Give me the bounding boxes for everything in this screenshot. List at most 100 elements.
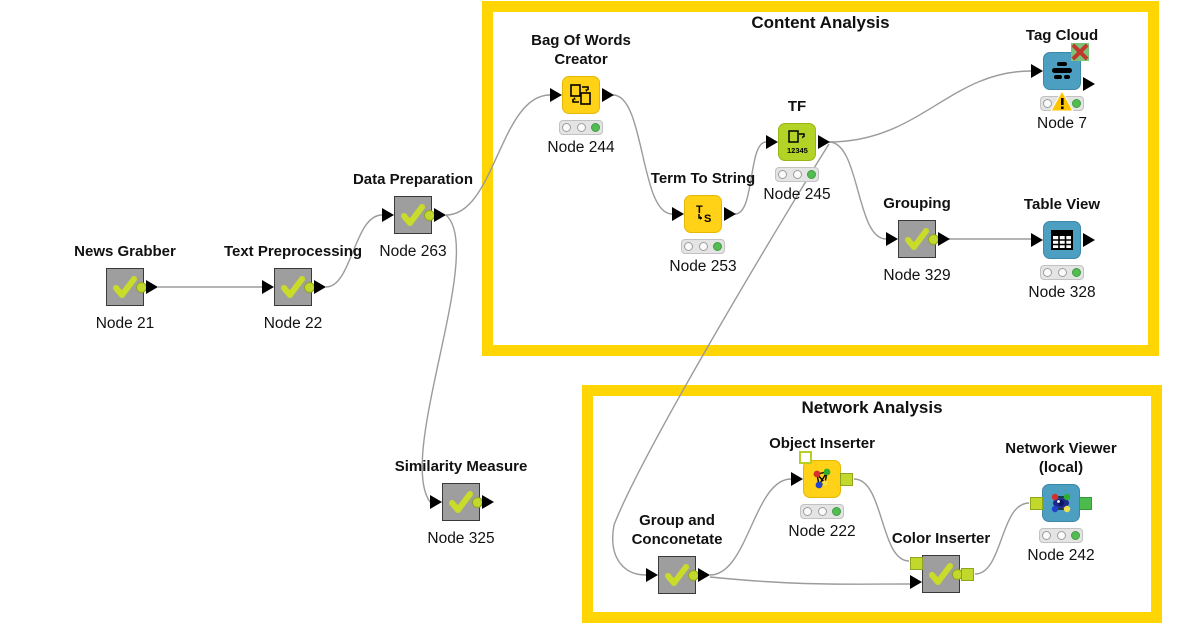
node-id-label: Node 244 [547, 139, 615, 156]
node-id-label: Node 245 [763, 186, 831, 203]
node-body[interactable] [106, 268, 158, 306]
node-title: Table View [1023, 196, 1101, 213]
input-port-arrow[interactable] [1031, 233, 1043, 247]
node-body[interactable] [1031, 43, 1095, 91]
output-port-arrow[interactable] [602, 88, 614, 102]
network-input-port[interactable] [910, 557, 923, 570]
input-port-arrow[interactable] [550, 88, 562, 102]
input-port-arrow[interactable] [1031, 64, 1043, 78]
success-check-icon [449, 491, 473, 513]
traffic-light [800, 504, 844, 519]
graph-insert-icon [813, 468, 831, 489]
input-port-arrow[interactable] [766, 135, 778, 149]
node-title: Network Viewer(local) [1005, 440, 1117, 476]
connection-datapreparation-bagofwords [445, 94, 551, 216]
node-body[interactable] [262, 268, 326, 306]
node-network-viewer[interactable]: Network Viewer(local) Node 242 [976, 439, 1146, 565]
node-similarity-measure[interactable]: Similarity Measure Node 325 [376, 457, 546, 548]
node-tf[interactable]: TF 12345 Node 245 [712, 97, 882, 204]
output-port-arrow[interactable] [698, 568, 710, 582]
node-body[interactable] [791, 451, 853, 498]
output-port-arrow[interactable] [482, 495, 494, 509]
node-body[interactable] [430, 483, 494, 521]
image-port-error-icon[interactable] [1071, 43, 1089, 61]
node-body[interactable] [910, 555, 974, 593]
success-check-icon [905, 228, 929, 250]
node-body[interactable]: 12345 [766, 123, 830, 161]
node-body[interactable]: T S [672, 195, 736, 233]
image-output-port[interactable] [1079, 497, 1092, 510]
connection-termtostring-tf [734, 141, 767, 215]
node-title: Text Preprocessing [223, 243, 363, 260]
node-title: News Grabber [74, 243, 176, 260]
node-body[interactable] [886, 220, 950, 258]
node-id-label: Node 21 [95, 315, 155, 332]
connection-tf-grouping [828, 141, 887, 240]
node-title: Color Inserter [891, 530, 991, 547]
traffic-light [559, 120, 603, 135]
node-body[interactable] [382, 196, 446, 234]
network-viewer-eye-icon [1051, 493, 1071, 513]
table-grid-icon [1051, 230, 1073, 250]
node-body[interactable] [1031, 221, 1095, 259]
node-body[interactable] [550, 76, 614, 114]
network-output-port[interactable] [840, 473, 853, 486]
input-port-arrow[interactable] [672, 207, 684, 221]
annotation-title-content-analysis: Content Analysis [751, 13, 890, 32]
node-title: Similarity Measure [394, 458, 528, 475]
node-text-preprocessing[interactable]: Text Preprocessing Node 22 [208, 242, 378, 333]
node-id-label: Node 253 [669, 258, 737, 275]
network-output-port[interactable] [961, 568, 974, 581]
node-object-inserter[interactable]: Object Inserter Node 222 [737, 434, 907, 541]
output-port-arrow[interactable] [818, 135, 830, 149]
tf-document-icon: 12345 [787, 130, 808, 155]
output-port-arrow[interactable] [1083, 233, 1095, 247]
success-check-icon [665, 564, 689, 586]
output-port-arrow[interactable] [724, 207, 736, 221]
output-port-arrow[interactable] [314, 280, 326, 294]
connection-textpreprocessing-datapreparation [325, 214, 383, 288]
input-port-arrow[interactable] [646, 568, 658, 582]
node-title: Grouping [883, 195, 951, 212]
node-title: Tag Cloud [1025, 27, 1099, 44]
svg-text:12345: 12345 [787, 146, 808, 155]
node-data-preparation[interactable]: Data Preparation Node 263 [328, 170, 498, 261]
input-port-arrow[interactable] [430, 495, 442, 509]
annotation-title-network-analysis: Network Analysis [801, 398, 943, 417]
node-title: Object Inserter [769, 435, 875, 452]
node-color-inserter[interactable]: Color Inserter [856, 529, 1026, 593]
node-term-to-string[interactable]: Term To String T S Node 253 [618, 169, 788, 276]
input-port-arrow[interactable] [382, 208, 394, 222]
node-title: Data Preparation [352, 171, 474, 188]
output-port-arrow[interactable] [146, 280, 158, 294]
optional-input-port[interactable] [799, 451, 812, 464]
node-tag-cloud[interactable]: Tag Cloud Node 7 [977, 26, 1147, 133]
node-title: Term To String [650, 170, 756, 187]
traffic-light [1040, 265, 1084, 280]
input-port-arrow[interactable] [910, 575, 922, 589]
node-grouping[interactable]: Grouping Node 329 [832, 194, 1002, 285]
network-input-port[interactable] [1030, 497, 1043, 510]
node-id-label: Node 329 [883, 267, 951, 284]
node-table-view[interactable]: Table View Node 328 [977, 195, 1147, 302]
node-news-grabber[interactable]: News Grabber Node 21 [40, 242, 210, 333]
node-body[interactable] [646, 556, 710, 594]
node-id-label: Node 222 [788, 523, 856, 540]
node-body[interactable] [1030, 484, 1092, 522]
output-port-arrow[interactable] [938, 232, 950, 246]
output-port-arrow[interactable] [1083, 77, 1095, 91]
output-port-arrow[interactable] [434, 208, 446, 222]
warning-icon [1050, 90, 1074, 112]
success-check-icon [113, 276, 137, 298]
connection-colorinserter-networkviewer [974, 502, 1030, 575]
connection-datapreparation-similarity [421, 214, 458, 503]
input-port-arrow[interactable] [262, 280, 274, 294]
input-port-arrow[interactable] [886, 232, 898, 246]
success-check-icon [401, 204, 425, 226]
input-port-arrow[interactable] [791, 472, 803, 486]
connection-bagofwords-termtostring [612, 94, 673, 215]
